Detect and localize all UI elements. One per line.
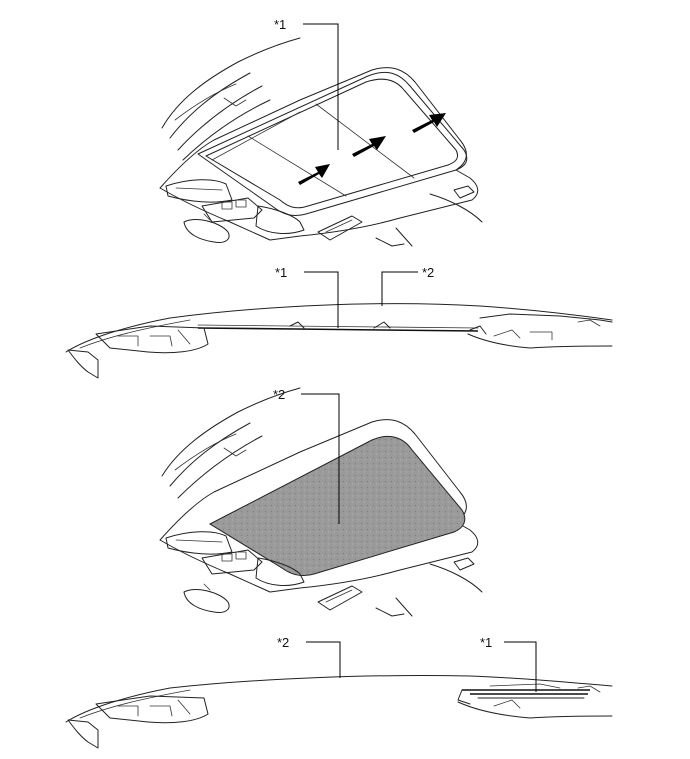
overhead-console [165,179,305,234]
sunshade-panels [205,78,459,209]
front-console-section [95,695,209,724]
callout-roof-headlining: *2 [273,387,285,402]
headliner-outline [159,67,479,241]
shaded-roof-headlining-area [208,435,466,577]
roof-headlining-profile [65,303,613,353]
figure-2-side-section: *1 *2 [65,265,613,379]
callout-roof-headlining: *2 [422,265,434,280]
figure-3-headlining-area: *2 [159,387,483,617]
headliner-outline [159,419,479,593]
figure-4-side-section: *2 *1 [65,635,613,749]
callout-sunshade: *1 [274,17,286,32]
rear-roof-section [457,701,613,719]
front-console-section [95,325,209,354]
figure-1-sunshade-slide: *1 [159,17,483,247]
retracted-sunshade-stack [457,683,590,705]
sunshade-rail [197,327,479,332]
callout-roof-headlining: *2 [277,635,289,650]
rear-view-mirror [183,213,230,243]
slide-direction-arrows [298,113,446,185]
roof-headlining-profile [65,675,613,723]
rear-headliner-details [317,185,483,247]
roof-side-contours [161,387,301,499]
rear-headliner-details [317,557,483,617]
roof-side-contours [161,37,301,161]
callout-sunshade: *1 [275,265,287,280]
sunroof-opening-outline [197,71,468,217]
callout-sunshade: *1 [480,635,492,650]
right-up-arrow-icon [412,113,446,133]
overhead-console [165,531,305,586]
rear-roof-section [479,313,613,323]
right-up-arrow-icon [352,136,386,157]
right-up-arrow-icon [298,164,330,185]
rear-view-mirror [183,583,230,613]
